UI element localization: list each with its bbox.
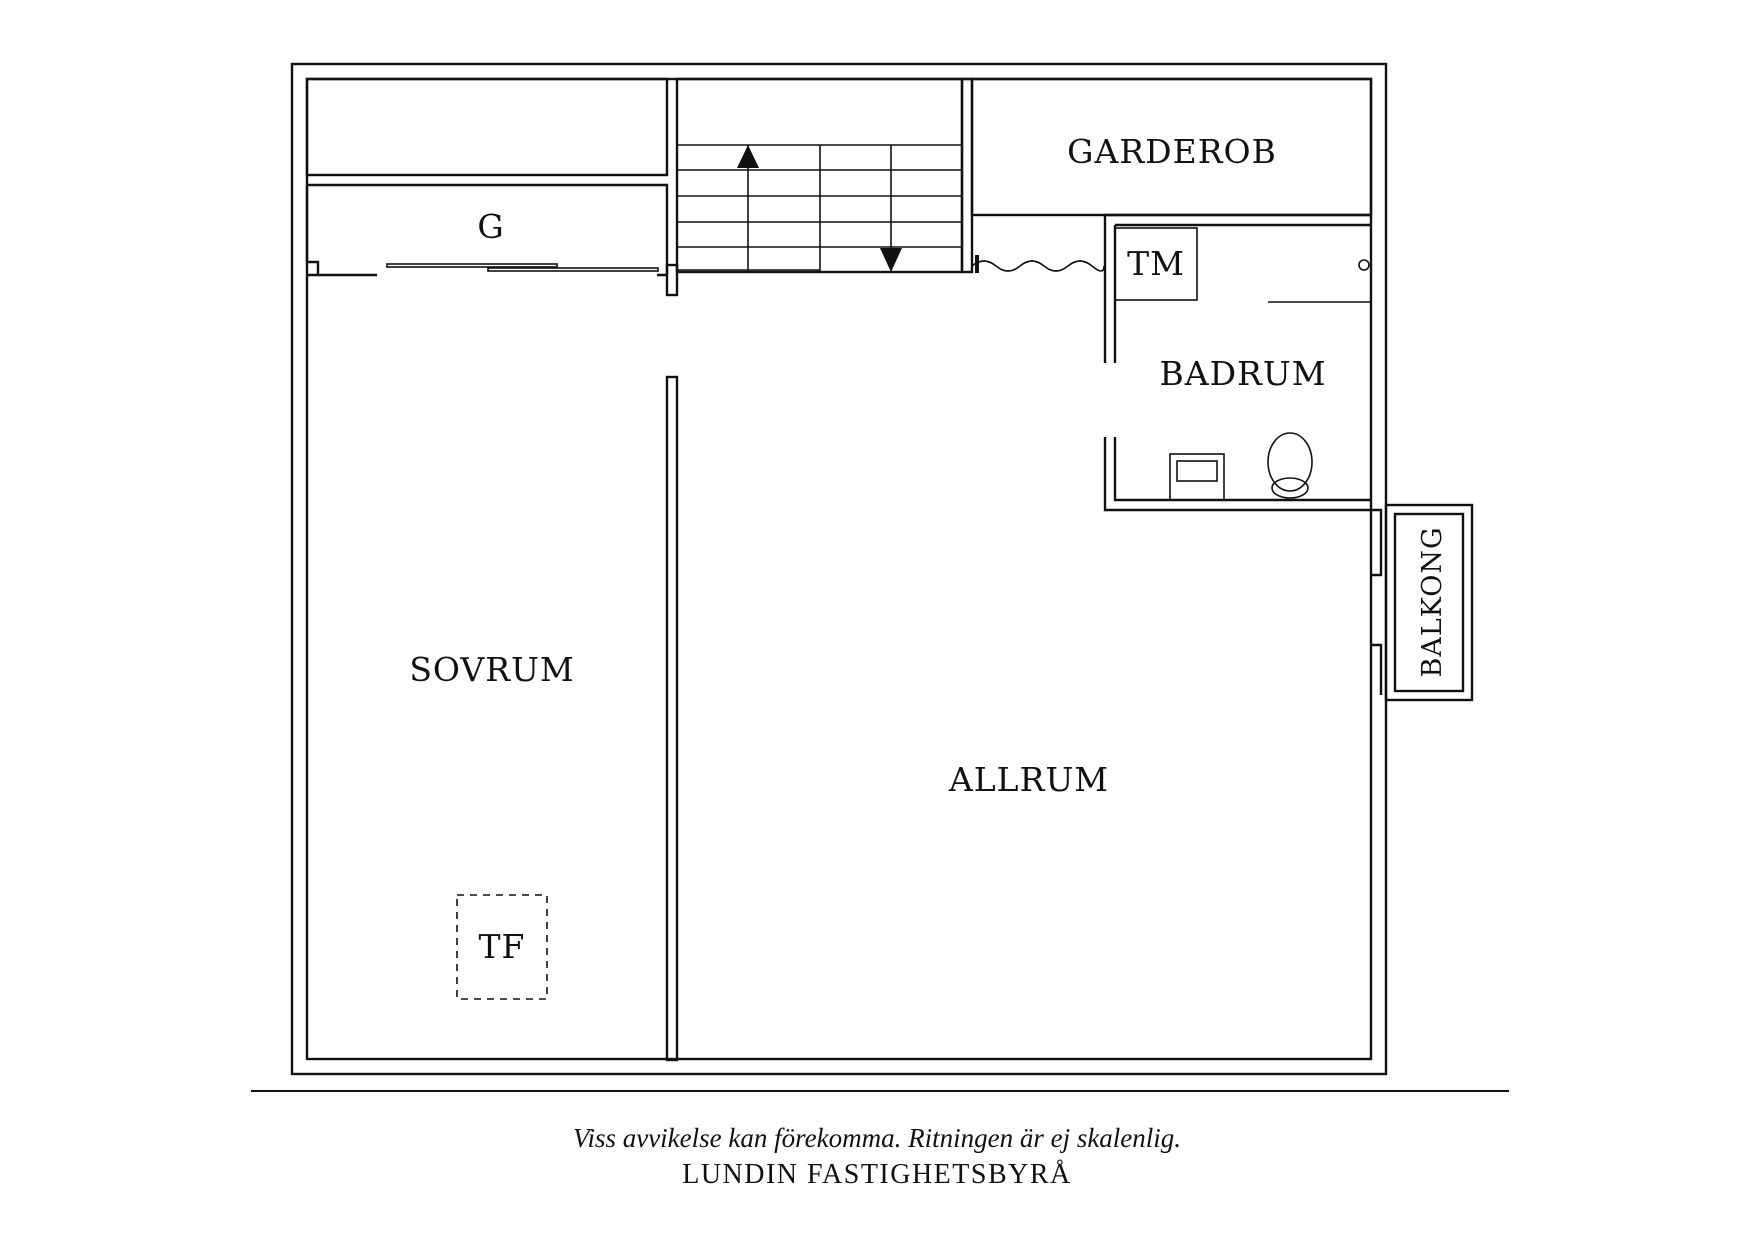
room-label-garderob: GARDEROB (1067, 132, 1277, 171)
company-name: LUNDIN FASTIGHETSBYRÅ (682, 1159, 1072, 1190)
sliding-door-2 (487, 267, 659, 272)
sink-basin (1176, 460, 1218, 482)
stair-up-arrow-icon (737, 145, 759, 168)
room-label-allrum: ALLRUM (948, 760, 1109, 799)
balcony-inner (1393, 512, 1465, 693)
stair-down-arrow-icon (880, 248, 902, 272)
tf-hatch (456, 894, 548, 1000)
closet-top-left (305, 77, 669, 177)
footer-divider (251, 1090, 1509, 1092)
stair-treads (677, 144, 962, 272)
wall-stair-garderob (960, 77, 974, 274)
sliding-door-1 (386, 263, 558, 268)
room-label-sovrum: SOVRUM (409, 650, 574, 689)
room-label-balkong: BALKONG (1417, 526, 1448, 677)
room-label-badrum: BADRUM (1160, 354, 1327, 393)
room-label-g: G (477, 207, 504, 246)
wall-sovrum-allrum (665, 375, 679, 1062)
door-stop (975, 255, 979, 273)
tm-cabinet (1114, 227, 1198, 301)
disclaimer-text: Viss avvikelse kan förekomma. Ritningen … (572, 1123, 1182, 1153)
balcony-outer (1384, 503, 1474, 702)
wardrobe-g-walls (305, 183, 669, 275)
toilet-icon (1267, 432, 1313, 499)
wall-stub-stair-left (665, 263, 679, 297)
sink-icon (1169, 453, 1225, 501)
room-label-tm: TM (1127, 244, 1185, 283)
wall-stub-left (307, 260, 320, 277)
balcony-wall-stub-2 (1371, 643, 1383, 695)
shower-head-icon (1358, 259, 1370, 271)
curtain-line (971, 260, 1105, 272)
balcony-wall-stub (1371, 508, 1383, 577)
room-label-tf: TF (479, 927, 526, 966)
